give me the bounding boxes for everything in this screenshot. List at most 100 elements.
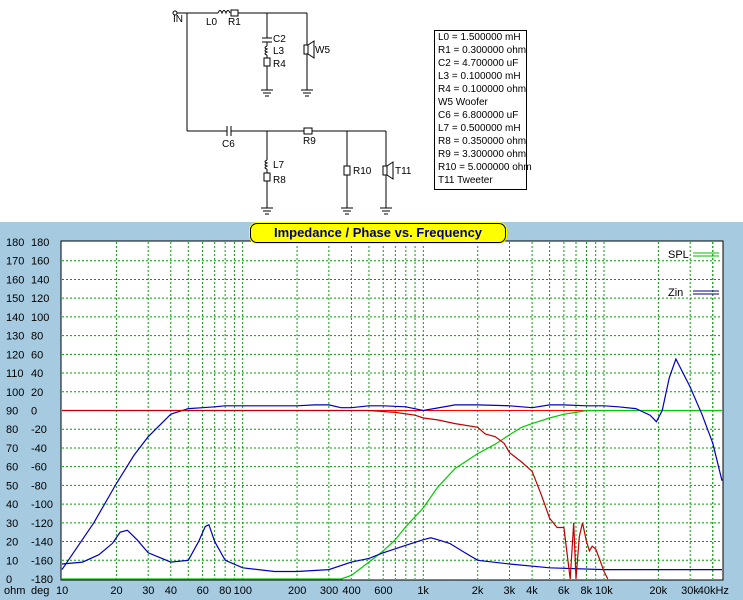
component-line: R8 = 0.350000 ohm bbox=[438, 136, 527, 147]
l7-coil bbox=[264, 159, 269, 170]
y-tick-label-ohm: 160 bbox=[6, 274, 24, 286]
component-line: C2 = 4.700000 uF bbox=[438, 58, 519, 69]
y-tick-label-deg: -20 bbox=[31, 424, 47, 436]
y-tick-label-deg: 180 bbox=[31, 237, 49, 249]
y-tick-label-deg: -180 bbox=[31, 574, 53, 586]
component-line: R10 = 5.000000 ohm bbox=[438, 162, 532, 173]
y-tick-label-ohm: 90 bbox=[6, 406, 18, 418]
y-tick-label-deg: -160 bbox=[31, 555, 53, 567]
x-tick-label: 30 bbox=[142, 585, 154, 597]
y-tick-label-deg: -40 bbox=[31, 443, 47, 455]
y-tick-label-deg: -60 bbox=[31, 462, 47, 474]
r10-resistor bbox=[343, 165, 351, 176]
x-tick-label: 6k bbox=[558, 585, 570, 597]
x-tick-label: 10 bbox=[56, 585, 68, 597]
component-line: L7 = 0.500000 mH bbox=[438, 123, 521, 134]
component-line: R1 = 0.300000 ohm bbox=[438, 45, 527, 56]
woofer-speaker bbox=[303, 44, 309, 55]
y-tick-label-ohm: 70 bbox=[6, 443, 18, 455]
x-tick-label: 300 bbox=[320, 585, 338, 597]
x-tick-label: 100 bbox=[234, 585, 252, 597]
legend-label-spl: SPL bbox=[668, 249, 689, 261]
x-tick-label: 30k bbox=[681, 585, 699, 597]
label-l0: L0 bbox=[206, 17, 218, 28]
y-tick-label-deg: 120 bbox=[31, 293, 49, 305]
x-tick-label: 60 bbox=[197, 585, 209, 597]
label-r4: R4 bbox=[273, 59, 286, 70]
label-r1: R1 bbox=[228, 17, 241, 28]
label-r9: R9 bbox=[303, 136, 316, 147]
y-axis-unit-ohm: ohm bbox=[4, 585, 25, 597]
y-tick-label-ohm: 50 bbox=[6, 480, 18, 492]
x-tick-label: 40kHz bbox=[698, 585, 729, 597]
label-r10: R10 bbox=[353, 166, 372, 177]
x-tick-label: 20k bbox=[649, 585, 667, 597]
series-line-phase-2 bbox=[61, 357, 723, 570]
component-line: T11 Tweeter bbox=[438, 175, 493, 186]
y-axis-unit-deg: deg bbox=[31, 585, 49, 597]
y-tick-label-ohm: 20 bbox=[6, 537, 18, 549]
y-tick-label-ohm: 0 bbox=[6, 574, 12, 586]
y-tick-label-deg: 140 bbox=[31, 274, 49, 286]
component-line: L0 = 1.500000 mH bbox=[438, 32, 521, 43]
tweeter-speaker bbox=[382, 165, 388, 176]
x-tick-label: 10k bbox=[595, 585, 613, 597]
component-line: L3 = 0.100000 mH bbox=[438, 71, 521, 82]
x-tick-label: 4k bbox=[526, 585, 538, 597]
series-line-phase-3 bbox=[62, 409, 609, 580]
component-line: R9 = 3.300000 ohm bbox=[438, 149, 527, 160]
x-tick-label: 40 bbox=[165, 585, 177, 597]
component-line: R4 = 0.100000 ohm bbox=[438, 84, 527, 95]
label-c2: C2 bbox=[273, 34, 286, 45]
x-tick-label: 3k bbox=[504, 585, 516, 597]
component-line: W5 Woofer bbox=[438, 97, 488, 108]
y-tick-label-deg: 80 bbox=[31, 331, 43, 343]
y-tick-label-ohm: 110 bbox=[6, 368, 24, 380]
y-tick-label-ohm: 120 bbox=[6, 349, 24, 361]
x-tick-label: 8k bbox=[580, 585, 592, 597]
y-tick-label-deg: 100 bbox=[31, 312, 49, 324]
component-values-list: L0 = 1.500000 mH R1 = 0.300000 ohm C2 = 4.… bbox=[434, 30, 532, 190]
y-tick-label-ohm: 10 bbox=[6, 555, 18, 567]
y-tick-label-deg: 0 bbox=[31, 406, 37, 418]
legend-label-zin: Zin bbox=[668, 287, 683, 299]
component-line: C6 = 6.800000 uF bbox=[438, 110, 519, 121]
crossover-schematic: IN L0 R1 C2 L3 R4 W5 C6 R9 L7 R8 R10 T11 bbox=[172, 9, 412, 215]
r4-resistor bbox=[263, 57, 271, 67]
y-tick-label-deg: 60 bbox=[31, 349, 43, 361]
x-tick-label: 80 bbox=[219, 585, 231, 597]
x-tick-label: 200 bbox=[288, 585, 306, 597]
y-tick-label-ohm: 40 bbox=[6, 499, 18, 511]
y-tick-label-ohm: 60 bbox=[6, 462, 18, 474]
label-in: IN bbox=[173, 14, 183, 25]
y-tick-label-ohm: 80 bbox=[6, 424, 18, 436]
label-t11: T11 bbox=[395, 166, 412, 177]
r8-resistor bbox=[263, 172, 271, 182]
y-tick-label-ohm: 140 bbox=[6, 312, 24, 324]
y-tick-label-deg: -140 bbox=[31, 537, 53, 549]
y-tick-label-ohm: 100 bbox=[6, 387, 24, 399]
y-tick-label-deg: -100 bbox=[31, 499, 53, 511]
chart-title: Impedance / Phase vs. Frequency bbox=[250, 223, 506, 243]
impedance-phase-chart: 0102030405060708090100110120130140150160… bbox=[0, 222, 743, 600]
x-tick-label: 2k bbox=[472, 585, 484, 597]
y-tick-label-ohm: 130 bbox=[6, 331, 24, 343]
y-tick-label-ohm: 30 bbox=[6, 518, 18, 530]
label-r8: R8 bbox=[273, 175, 286, 186]
l0-coil bbox=[217, 10, 231, 15]
label-w5: W5 bbox=[315, 45, 330, 56]
y-tick-label-ohm: 150 bbox=[6, 293, 24, 305]
y-tick-label-deg: 160 bbox=[31, 256, 49, 268]
r1-resistor bbox=[230, 9, 239, 17]
y-tick-label-ohm: 170 bbox=[6, 256, 24, 268]
y-tick-label-deg: 40 bbox=[31, 368, 43, 380]
y-tick-label-deg: 20 bbox=[31, 387, 43, 399]
label-l7: L7 bbox=[273, 160, 285, 171]
r9-resistor bbox=[303, 127, 313, 135]
series-line-spl bbox=[62, 409, 722, 580]
y-tick-label-ohm: 180 bbox=[6, 237, 24, 249]
x-tick-label: 20 bbox=[110, 585, 122, 597]
x-tick-label: 600 bbox=[374, 585, 392, 597]
label-l3: L3 bbox=[273, 46, 285, 57]
x-tick-label: 1k bbox=[417, 585, 429, 597]
